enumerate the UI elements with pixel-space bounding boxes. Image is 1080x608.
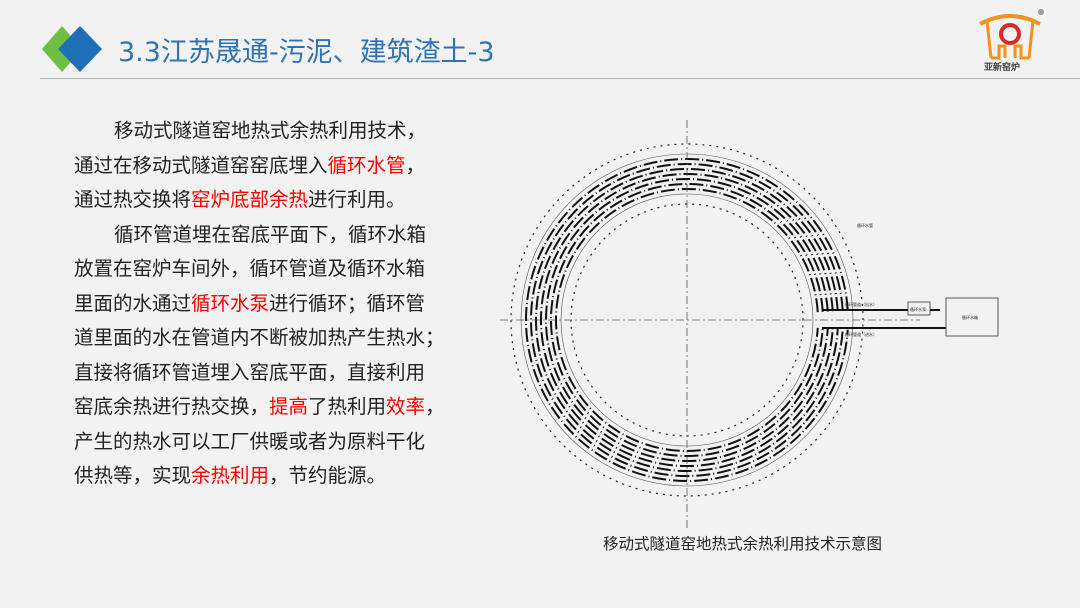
ring [540, 173, 834, 467]
slide-title: 3.3江苏晟通-污泥、建筑渣土-3 [118, 37, 495, 68]
text-line: 移动式隧道窑地热式余热利用技术， [74, 114, 494, 149]
pump-box [907, 301, 931, 316]
text-segment: 通过热交换将 [74, 188, 192, 211]
text-line: 直接将循环管道埋入窑底平面，直接利用 [74, 356, 494, 391]
text-line: 里面的水通过循环水泵进行循环；循环管 [74, 287, 494, 322]
highlight-text: 效率 [386, 395, 426, 418]
text-segment: 窑底余热进行热交换， [74, 395, 270, 418]
ring [550, 183, 824, 457]
text-segment: 进行利用。 [308, 188, 406, 211]
text-line: 供热等，实现余热利用，节约能源。 [74, 459, 494, 494]
text-segment: 移动式隧道窑地热式余热利用技术， [114, 119, 427, 142]
description-text: 移动式隧道窑地热式余热利用技术，通过在移动式隧道窑窑底埋入循环水管，通过热交换将… [74, 114, 494, 494]
text-line: 窑底余热进行热交换，提高了热利用效率， [74, 390, 494, 425]
highlight-text: 循环水泵 [191, 291, 270, 315]
ring [510, 143, 864, 497]
text-segment: 进行循环；循环管 [269, 291, 426, 315]
diagram-caption: 移动式隧道窑地热式余热利用技术示意图 [603, 535, 883, 553]
label-pipe-in: 循环管道（进水） [845, 331, 877, 337]
highlight-text: 余热利用 [191, 464, 270, 487]
highlight-text: 窑炉底部余热 [191, 188, 309, 211]
tank-box [945, 297, 999, 337]
text-segment: 供热等，实现 [74, 464, 192, 487]
text-segment: 循环管道埋在窑底平面下，循环水箱 [114, 222, 427, 246]
text-line: 循环管道埋在窑底平面下，循环水箱 [74, 218, 494, 253]
heat-recovery-diagram: 循环管道（出水） 循环管道（进水） 循环水泵 循环水箱 循环水管 [500, 120, 999, 530]
ring [545, 178, 829, 462]
header-divider [40, 78, 1080, 79]
text-segment: 产生的热水可以工厂供暖或者为原料干化 [74, 429, 426, 453]
label-pump: 循环水泵 [910, 306, 926, 312]
text-line: 通过在移动式隧道窑窑底埋入循环水管， [74, 149, 494, 184]
text-line: 放置在窑炉车间外，循环管道及循环水箱 [74, 252, 494, 287]
ring [560, 193, 814, 447]
text-line: 道里面的水在管道内不断被加热产生热水； [74, 321, 494, 356]
text-line: 通过热交换将窑炉底部余热进行利用。 [74, 183, 494, 218]
text-segment: ， [425, 395, 445, 418]
label-tank: 循环水箱 [962, 314, 978, 320]
logo-text: 亚新窑炉 [984, 63, 1021, 73]
text-segment: 放置在窑炉车间外，循环管道及循环水箱 [74, 257, 426, 280]
label-pipe: 循环水管 [857, 222, 873, 228]
ring [555, 188, 819, 452]
label-pipe-out: 循环管道（出水） [845, 301, 877, 307]
company-logo [979, 9, 1044, 60]
text-segment: 了热利用 [308, 395, 387, 418]
text-line: 产生的热水可以工厂供暖或者为原料干化 [74, 425, 494, 460]
text-segment: 直接将循环管道埋入窑底平面，直接利用 [74, 360, 426, 384]
ring [530, 163, 844, 477]
text-segment: 里面的水通过 [74, 291, 192, 315]
highlight-text: 提高 [269, 395, 309, 418]
text-segment: 道里面的水在管道内不断被加热产生热水； [74, 326, 445, 349]
text-segment: 通过在移动式隧道窑窑底埋入 [74, 153, 328, 177]
text-segment: ，节约能源。 [269, 464, 387, 487]
title-diamond-icon [42, 26, 102, 72]
highlight-text: 循环水管 [327, 153, 406, 177]
ring [525, 158, 849, 482]
text-segment: ， [405, 153, 426, 177]
